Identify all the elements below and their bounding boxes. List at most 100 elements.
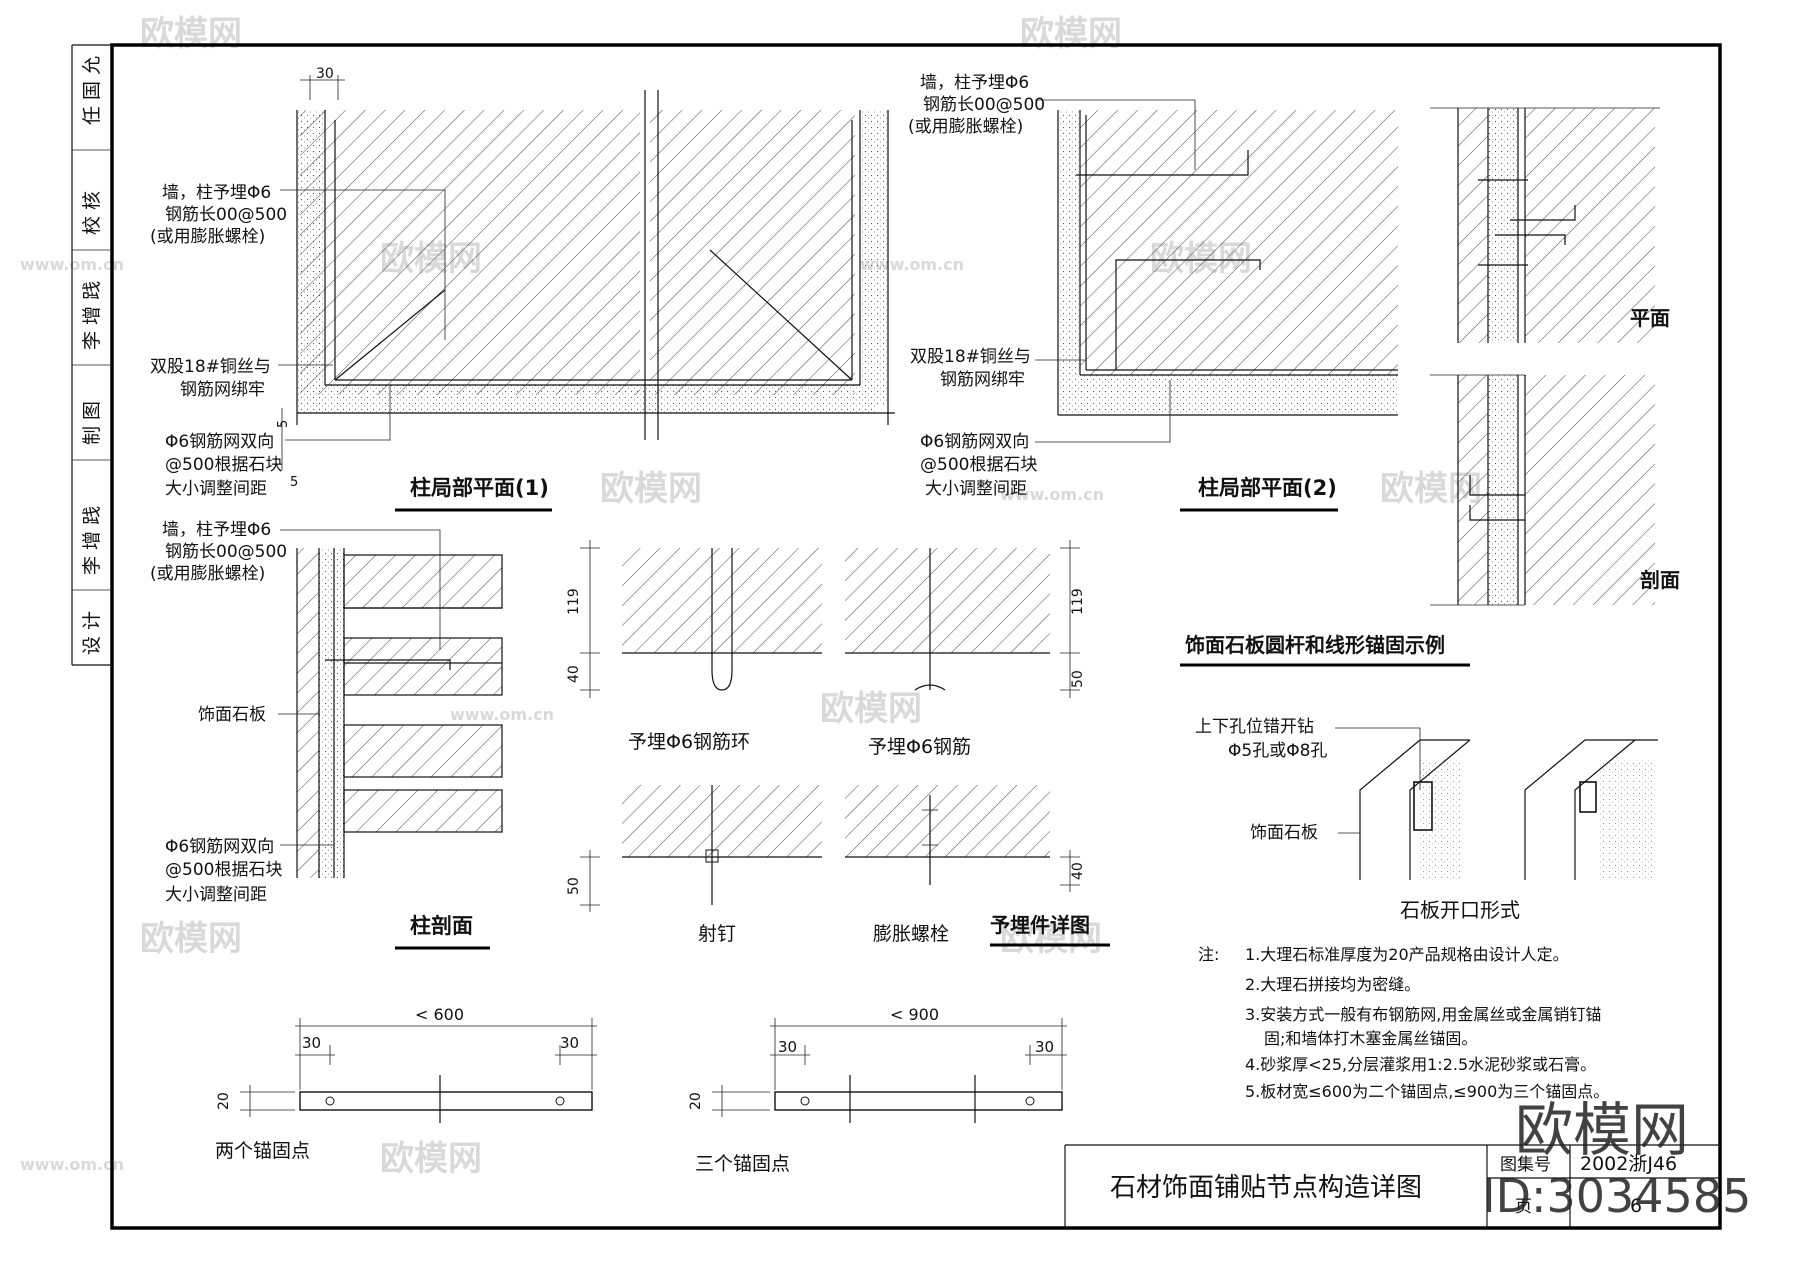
dimension-600: < 600 [415, 1005, 464, 1024]
label-mesh-line2: @500根据石块 [165, 860, 282, 880]
section-title-col-plan-2: 柱局部平面(2) [1198, 476, 1337, 500]
label-embed-line2: 钢筋长00@500 [165, 542, 287, 562]
label-embed-line3: (或用膨胀螺栓) [150, 227, 265, 247]
label-section: 剖面 [1640, 568, 1680, 592]
brand-stamp: 欧模网 ID:3034585 [1482, 1096, 1751, 1223]
side-strip-draft: 制 图 [81, 401, 103, 445]
set-label: 图集号 [1500, 1155, 1551, 1175]
label-embed-ring: 予埋Φ6钢筋环 [628, 731, 750, 753]
note-item: 5.板材宽≤600为二个锚固点,≤900为三个锚固点。 [1245, 1082, 1609, 1101]
watermark-brand: 欧模网 [1000, 919, 1102, 959]
note-item: 固;和墙体打木塞金属丝锚固。 [1264, 1029, 1477, 1048]
dimension-20: 20 [688, 1092, 704, 1110]
side-strip-reviewer: 任 国 允 [81, 56, 103, 125]
notes: 注: 1.大理石标准厚度为20产品规格由设计人定。 2.大理石拼接均为密缝。 3… [1198, 945, 1609, 1101]
watermark-brand: 欧模网 [380, 1139, 482, 1179]
dimension-40: 40 [566, 665, 582, 683]
side-strip-name: 李 增 践 [81, 281, 103, 350]
side-strip: 任 国 允 校 核 李 增 践 制 图 李 增 践 设 计 [71, 44, 112, 666]
watermark-brand: 欧模网 [820, 689, 922, 729]
watermark-id: ID:3034585 [1482, 1169, 1751, 1223]
dimension-30: 30 [316, 66, 334, 82]
column-plan-1: 30 5 5 墙，柱予埋Φ6 钢筋长00@500 (或用膨胀螺栓) 双股18#铜… [150, 66, 895, 512]
column-plan-2: 墙，柱予埋Φ6 钢筋长00@500 (或用膨胀螺栓) 双股18#铜丝与 钢筋网绑… [908, 73, 1398, 512]
watermark-brand: 欧模网 [1515, 1096, 1689, 1164]
label-embed-line3: (或用膨胀螺栓) [150, 564, 265, 584]
label-mesh-line1: Φ6钢筋网双向 [165, 837, 274, 857]
embedded-parts: 119 40 予埋Φ6钢筋环 119 50 予埋Φ6钢筋 50 射钉 40 膨胀… [566, 540, 1110, 947]
notes-head: 注: [1198, 945, 1219, 964]
page-number: 6 [1630, 1195, 1642, 1217]
label-drill-line2: Φ5孔或Φ8孔 [1228, 741, 1327, 761]
dimension-30: 30 [302, 1034, 321, 1052]
label-embed-line2: 钢筋长00@500 [923, 95, 1045, 115]
dimension-5: 5 [290, 475, 298, 490]
watermark-url: www.om.cn [1000, 485, 1104, 504]
watermark-url: www.om.cn [20, 1155, 124, 1174]
note-item: 3.安装方式一般有布钢筋网,用金属丝或金属销钉锚 [1245, 1005, 1601, 1024]
watermark-brand: 欧模网 [140, 919, 242, 959]
note-item: 2.大理石拼接均为密缝。 [1245, 975, 1420, 994]
label-wire-line2: 钢筋网绑牢 [940, 370, 1025, 390]
label-two-anchor: 两个锚固点 [215, 1140, 310, 1162]
watermark-brand: 欧模网 [1020, 14, 1122, 54]
anchor-points: < 600 30 30 20 两个锚固点 < 900 30 30 20 三个锚固… [215, 1005, 1067, 1175]
label-facing-stone: 饰面石板 [198, 705, 266, 725]
dimension-50: 50 [1070, 670, 1086, 688]
label-facing-stone: 饰面石板 [1250, 823, 1318, 843]
label-plan: 平面 [1630, 306, 1670, 330]
section-title-col-section: 柱剖面 [410, 914, 473, 938]
dimension-30: 30 [778, 1038, 797, 1056]
title-block: 石材饰面铺贴节点构造详图 图集号 2002浙J46 页 6 [1064, 1144, 1720, 1228]
note-item: 4.砂浆厚<25,分层灌浆用1:2.5水泥砂浆或石膏。 [1245, 1055, 1596, 1074]
section-title-embedded-parts: 予埋件详图 [990, 913, 1090, 937]
label-embed-line3: (或用膨胀螺栓) [908, 117, 1023, 137]
dimension-20: 20 [216, 1092, 232, 1110]
label-wire-line1: 双股18#铜丝与 [150, 357, 271, 377]
label-mesh-line2: @500根据石块 [920, 455, 1037, 475]
watermark-url: www.om.cn [450, 705, 554, 724]
side-strip-check: 校 核 [81, 191, 103, 235]
anchor-examples: 平面 剖面 饰面石板圆杆和线形锚固示例 [1180, 107, 1680, 667]
label-embed-line1: 墙，柱予埋Φ6 [920, 73, 1029, 93]
dimension-119: 119 [566, 588, 582, 615]
section-title-col-plan-1: 柱局部平面(1) [410, 476, 549, 500]
dimension-119: 119 [1070, 588, 1086, 615]
dimension-5: 5 [276, 420, 291, 428]
label-wire-line1: 双股18#铜丝与 [910, 347, 1031, 367]
section-title-anchor-example: 饰面石板圆杆和线形锚固示例 [1185, 633, 1445, 657]
page-label: 页 [1515, 1197, 1532, 1217]
dimension-30: 30 [1035, 1038, 1054, 1056]
drawing-frame [110, 43, 1722, 1230]
column-section: 墙，柱予埋Φ6 钢筋长00@500 (或用膨胀螺栓) 饰面石板 Φ6钢筋网双向 … [150, 520, 503, 950]
label-three-anchor: 三个锚固点 [695, 1153, 790, 1175]
label-embed-line2: 钢筋长00@500 [165, 205, 287, 225]
label-drill-line1: 上下孔位错开钻 [1195, 717, 1314, 737]
label-slot-form: 石板开口形式 [1400, 898, 1520, 922]
watermark-brand: 欧模网 [600, 469, 702, 509]
label-mesh-line1: Φ6钢筋网双向 [165, 432, 274, 452]
label-mesh-line1: Φ6钢筋网双向 [920, 432, 1029, 452]
label-mesh-line3: 大小调整间距 [165, 479, 267, 499]
side-strip-name: 李 增 践 [81, 506, 103, 575]
watermark-brand: 欧模网 [140, 14, 242, 54]
label-shot-nail: 射钉 [698, 923, 736, 945]
side-strip-design: 设 计 [81, 611, 103, 655]
label-wire-line2: 钢筋网绑牢 [180, 380, 265, 400]
note-item: 1.大理石标准厚度为20产品规格由设计人定。 [1245, 945, 1569, 964]
label-mesh-line2: @500根据石块 [165, 455, 282, 475]
label-mesh-line3: 大小调整间距 [165, 885, 267, 905]
label-embed-line1: 墙，柱予埋Φ6 [162, 520, 271, 540]
dimension-50: 50 [566, 877, 582, 895]
drawing-title: 石材饰面铺贴节点构造详图 [1110, 1173, 1422, 1203]
slot-forms: 上下孔位错开钻 Φ5孔或Φ8孔 饰面石板 石板开口形式 [1195, 717, 1658, 922]
dimension-30: 30 [560, 1034, 579, 1052]
label-embed-rebar: 予埋Φ6钢筋 [868, 736, 971, 758]
label-expansion-bolt: 膨胀螺栓 [873, 923, 949, 945]
dimension-900: < 900 [890, 1005, 939, 1024]
label-mesh-line3: 大小调整间距 [925, 479, 1027, 499]
dimension-40: 40 [1070, 862, 1086, 880]
label-embed-line1: 墙，柱予埋Φ6 [162, 183, 271, 203]
set-number: 2002浙J46 [1580, 1153, 1677, 1175]
